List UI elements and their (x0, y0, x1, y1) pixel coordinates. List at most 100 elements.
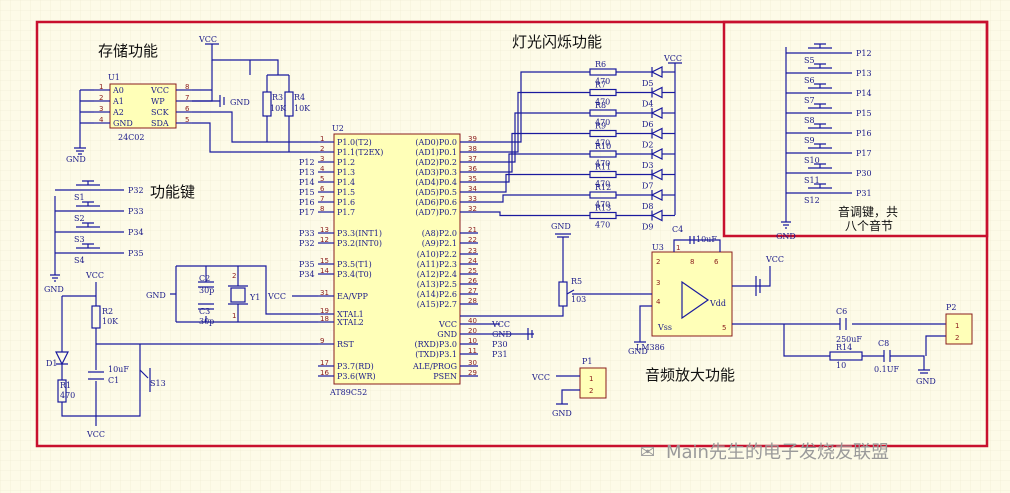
u1-left-pin: A0 (112, 86, 124, 95)
tone-switch (800, 103, 840, 114)
u1-right-pin-num: 8 (185, 83, 189, 91)
u2-left-pin: P3.7(RD) (337, 362, 374, 371)
tone-switch-net: P31 (856, 189, 872, 198)
u2-left-pin: P1.6 (337, 198, 355, 207)
u2-left-net: P15 (299, 188, 315, 197)
u2-right-pin: VCC (438, 320, 457, 329)
r4-value: 10K (294, 104, 311, 113)
led-diode-ref: D9 (642, 223, 654, 232)
u2-left-pin-num: 3 (320, 155, 324, 163)
u2-right-pin-num: 28 (468, 297, 477, 305)
c1-ref: C1 (108, 376, 119, 385)
u2-left-pin-num: 5 (320, 175, 324, 183)
u3-pin-num: 3 (656, 279, 660, 287)
u2-right-pin-num: 34 (468, 185, 477, 193)
c8-ref: C8 (878, 339, 889, 348)
u2-right-pin: (RXD)P3.0 (415, 340, 457, 349)
u2-left-net: P12 (299, 158, 315, 167)
led-resistor-ref: R7 (595, 81, 606, 90)
u2-left-pin-num: 13 (320, 226, 329, 234)
c4-value: 10uF (696, 235, 717, 244)
tone-switch (800, 143, 840, 154)
u2-left-pin: EA/VPP (337, 292, 368, 301)
u3-vcc-label: VCC (765, 255, 784, 264)
tone-switch-ref: S5 (804, 56, 815, 65)
u2-right-pin-num: 32 (468, 205, 477, 213)
r2-value: 10K (102, 317, 119, 326)
u2-right-pin-num: 40 (468, 317, 477, 325)
r1-ref: R1 (60, 381, 71, 390)
section-keys-title: 功能键 (150, 183, 195, 201)
u2-left-net: P14 (299, 178, 315, 187)
u1-left-pin-num: 4 (99, 116, 104, 124)
u2-left-pin: P1.1(T2EX) (337, 148, 383, 157)
u2-right-pin: GND (437, 330, 457, 339)
led-vcc-label: VCC (663, 54, 682, 63)
r3-value: 10K (270, 104, 287, 113)
p1-pin1: 1 (589, 375, 593, 383)
u2-left-pin-num: 19 (320, 307, 329, 315)
u3-pin-num: 2 (656, 258, 660, 266)
led-resistor-value: 470 (595, 98, 610, 107)
u2-left-pin: P1.4 (337, 178, 355, 187)
p1-pin2: 2 (589, 387, 593, 395)
function-switch-net: P34 (128, 228, 144, 237)
c8-value: 0.1UF (874, 365, 899, 374)
c3-value: 30p (199, 317, 214, 326)
u2-right-net: VCC (491, 320, 510, 329)
r14-value: 10 (836, 361, 846, 370)
led-resistor-value: 470 (595, 159, 610, 168)
tone-switch (800, 183, 840, 194)
u2-left-pin: RST (337, 340, 355, 349)
u2-left-pin: P1.7 (337, 208, 355, 217)
u2-left-net: P16 (299, 198, 315, 207)
c2-value: 30p (199, 286, 214, 295)
reset-circuit: VCC R2 10K 10uF C1 S13 D1 R1 470 VCC (46, 271, 318, 439)
u2-right-pin: (A8)P2.0 (422, 229, 457, 238)
u1-right-pin: WP (151, 97, 165, 106)
u2-right-pin: (AD5)P0.5 (415, 188, 457, 197)
u2-right-pin-num: 27 (468, 287, 477, 295)
u2-left-net: P13 (299, 168, 315, 177)
u2-right-net: P30 (492, 340, 508, 349)
u2-right-pin: (A10)P2.2 (417, 250, 457, 259)
u2-left-net: P17 (299, 208, 315, 217)
led-diode-ref: D4 (642, 100, 654, 109)
led-resistor-ref: R10 (595, 142, 611, 151)
u2-left-pin: P3.3(INT1) (337, 229, 382, 238)
led-diode-ref: D6 (642, 120, 654, 129)
p1-gnd-label: GND (552, 409, 572, 418)
led-resistor-value: 470 (595, 77, 610, 86)
u2-right-pin-num: 11 (468, 347, 477, 355)
tone-gnd-label: GND (776, 232, 796, 241)
u3-pin-num: 1 (676, 244, 680, 252)
u1-right-pin: SDA (151, 119, 169, 128)
r5-ref: R5 (571, 277, 582, 286)
function-switch-net: P32 (128, 186, 144, 195)
watermark-text: Main先生的电子发烧友联盟 (666, 442, 889, 463)
u1-vcc-label: VCC (198, 35, 217, 44)
u2-right-pin: (A15)P2.7 (417, 300, 457, 309)
u2-left-pin: P3.5(T1) (337, 260, 372, 269)
u2-right-pin-num: 36 (468, 165, 477, 173)
function-switch-net: P33 (128, 207, 144, 216)
u1-part: 24C02 (118, 133, 144, 142)
u2-right-pin: (A14)P2.6 (417, 290, 457, 299)
u2-right-pin: (AD2)P0.2 (415, 158, 457, 167)
led-resistor-ref: R11 (595, 163, 611, 172)
u1-left-pin-num: 2 (99, 94, 103, 102)
u2-left-pin-num: 12 (320, 236, 329, 244)
tone-switch-ref: S10 (804, 156, 820, 165)
u2-right-net: P31 (492, 350, 508, 359)
u2-left-pin-num: 31 (320, 289, 329, 297)
c4-ref: C4 (672, 225, 683, 234)
u2-left-pin-num: 17 (320, 359, 329, 367)
u2-left-pin-num: 8 (320, 205, 324, 213)
tone-switch-ref: S9 (804, 136, 815, 145)
r5-gnd-label: GND (551, 222, 571, 231)
function-switch-ref: S2 (74, 214, 85, 223)
p1-vcc-label: VCC (531, 373, 550, 382)
